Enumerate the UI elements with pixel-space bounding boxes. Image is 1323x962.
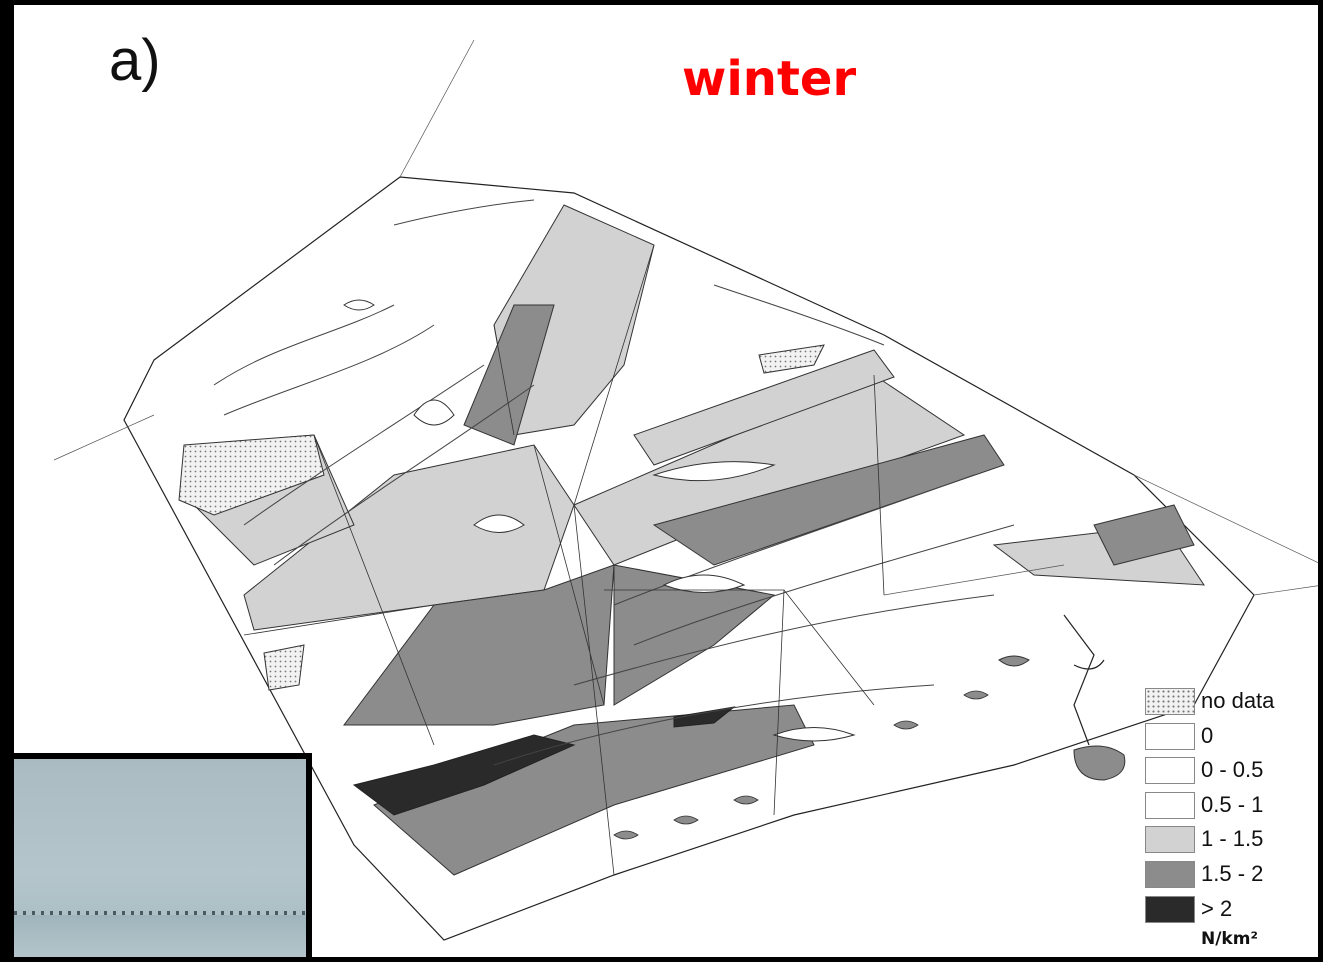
legend: no data 0 0 - 0.5 0.5 - 1 1 - 1.5 1.5 - … [1145,685,1318,949]
no-data-area [263,644,305,691]
legend-label: 0 - 0.5 [1201,757,1264,783]
sector-1.5-2 [1093,504,1195,566]
survey-lines [53,39,1318,596]
no-data-area [178,434,325,516]
density-map [53,39,1318,941]
sector-gt-2 [673,706,736,728]
legend-swatch [1145,826,1195,854]
legend-item: 1 - 1.5 [1145,823,1318,858]
contour-lines [213,199,1015,766]
legend-item: 1.5 - 2 [1145,858,1318,893]
legend-item: 0.5 - 1 [1145,789,1318,824]
lagoon [998,655,1126,781]
sea-horizon-photo-icon [14,753,312,957]
sea-surface [14,915,306,957]
legend-label: 1.5 - 2 [1201,860,1264,886]
sector-1.5-2 [373,704,815,876]
legend-swatch [1145,688,1195,715]
panel-label: a) [109,28,161,93]
legend-item-no-data: no data [1145,685,1318,720]
legend-swatch [1145,757,1195,785]
legend-swatch [1145,722,1195,750]
coastline [1063,614,1105,746]
legend-swatch [1145,791,1195,819]
contour-islands [343,299,856,742]
legend-unit: N/km² [1201,929,1258,949]
legend-label: 1 - 1.5 [1201,826,1264,852]
legend-label: 0.5 - 1 [1201,791,1264,817]
sector-1.5-2 [652,434,1005,566]
shore-patches [613,690,989,840]
sector-1-1.5 [633,349,895,466]
sector-boundaries [243,244,885,876]
sector-gt-2 [352,734,576,816]
legend-item: > 2 [1145,893,1318,928]
legend-label: no data [1201,688,1275,713]
horizon-line [14,911,306,915]
study-area [123,176,1255,941]
legend-item: 0 [1145,720,1318,755]
legend-swatch [1145,895,1195,923]
season-title: winter [682,51,857,107]
legend-item: 0 - 0.5 [1145,754,1318,789]
sector-1-1.5 [243,444,575,631]
legend-swatch [1145,860,1195,888]
no-data-area [758,344,825,374]
legend-label: 0 [1201,722,1214,748]
legend-label: > 2 [1201,895,1233,921]
